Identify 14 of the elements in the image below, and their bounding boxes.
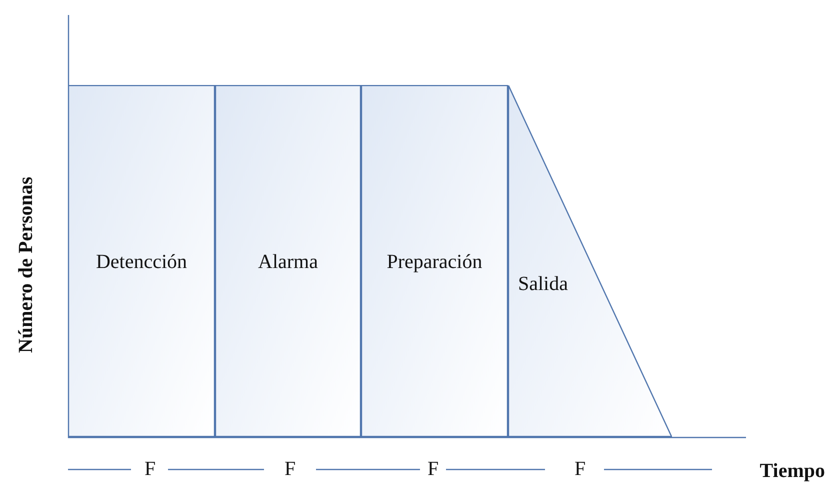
stage-label: Salida xyxy=(518,273,568,296)
phase-label: F xyxy=(284,458,296,481)
axis-title: Número de Personas xyxy=(14,176,38,353)
stage-box xyxy=(361,85,508,437)
trapezoid-shape xyxy=(508,85,672,437)
phase-label: F xyxy=(574,458,586,481)
phase-label: F xyxy=(144,458,156,481)
stage-box xyxy=(68,85,215,437)
phase-label: F xyxy=(427,458,439,481)
axis-title: Tiempo xyxy=(760,460,825,483)
stage-box xyxy=(215,85,361,437)
stage-label: Alarma xyxy=(257,251,319,274)
stage-label: Preparación xyxy=(386,251,484,274)
stage-label: Detencción xyxy=(94,251,188,274)
